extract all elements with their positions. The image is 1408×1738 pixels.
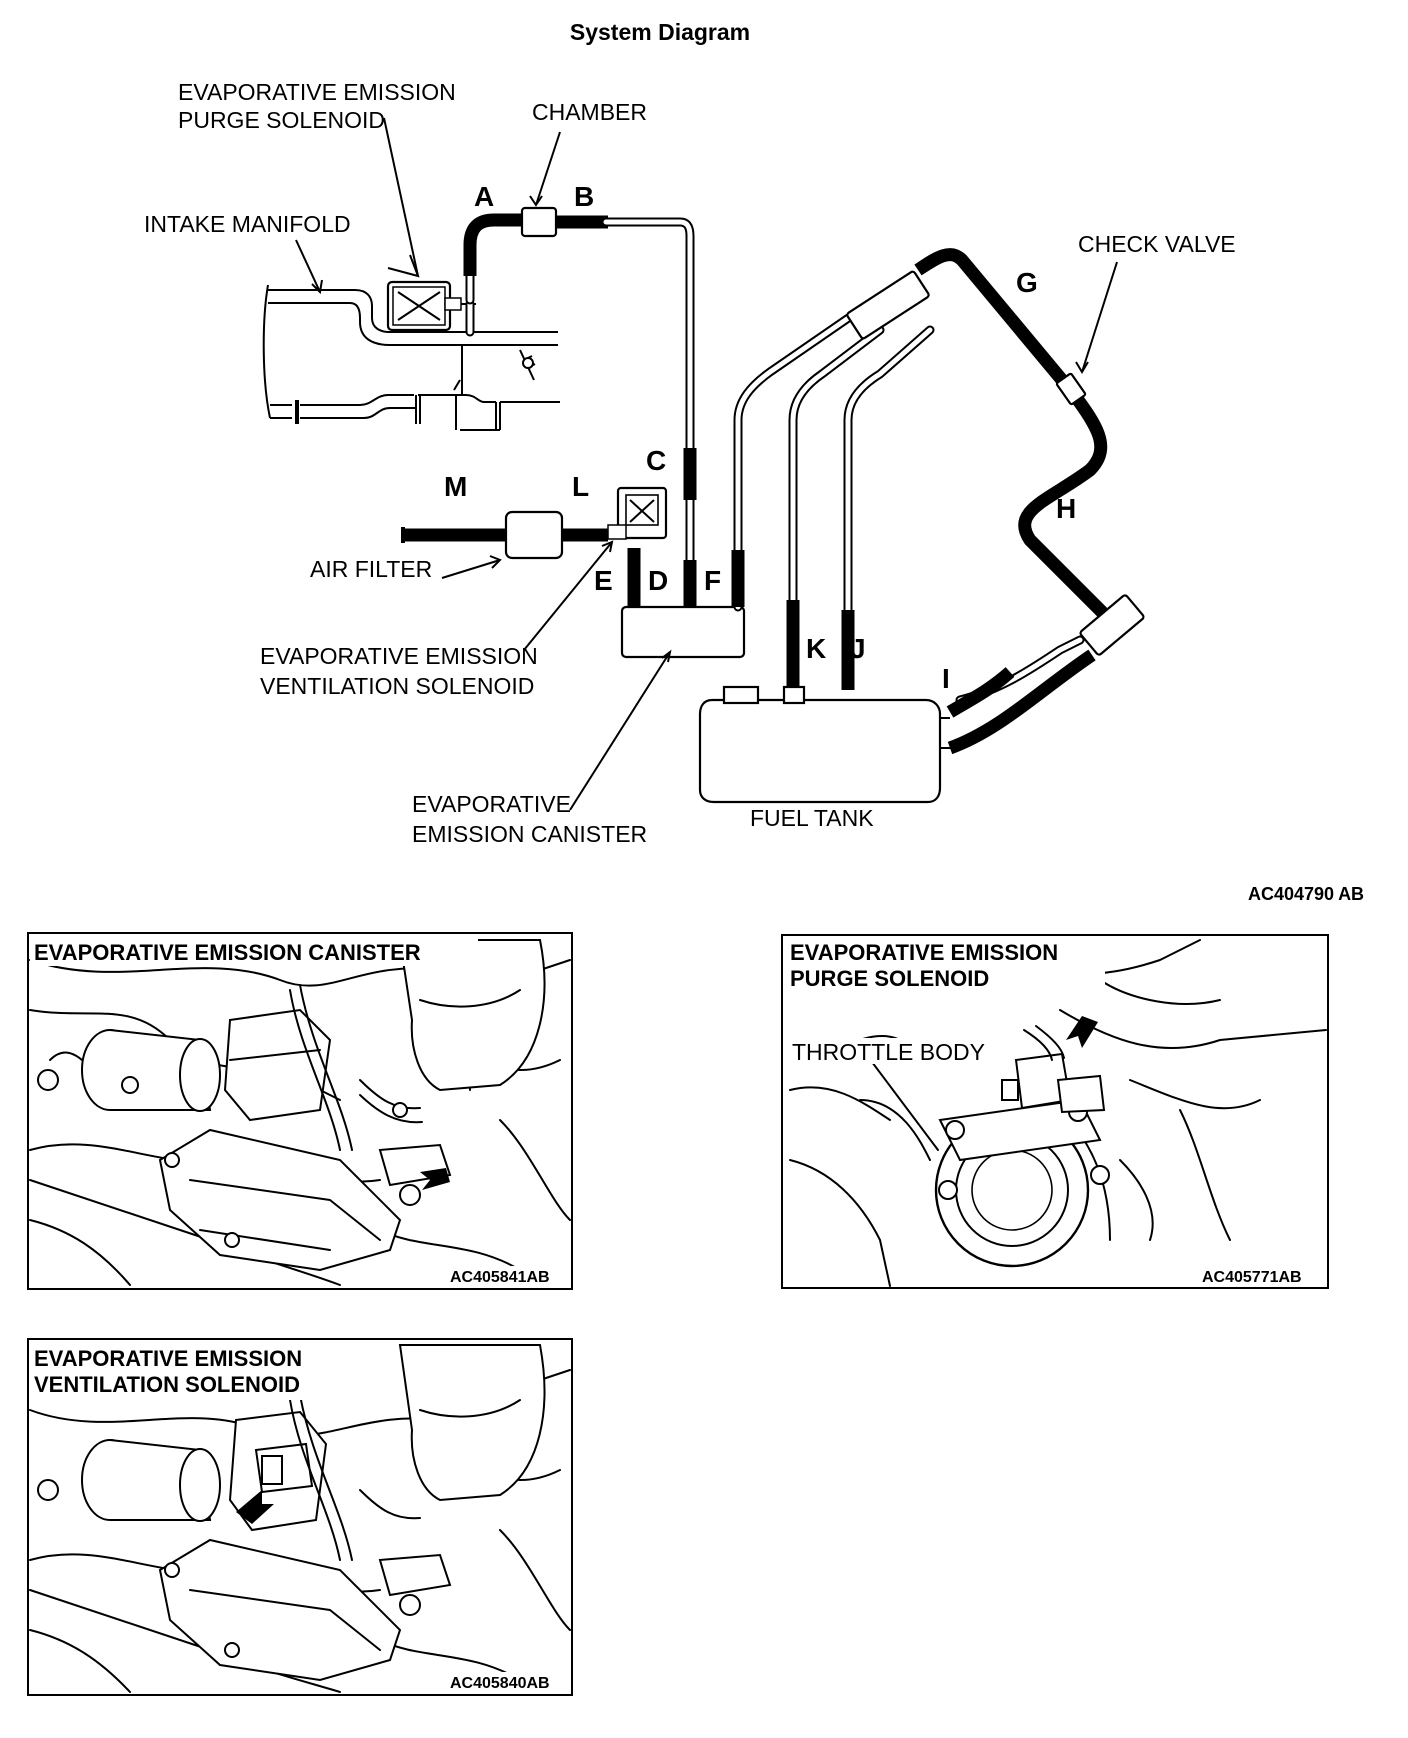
arrow-icon (1066, 1016, 1098, 1048)
label-intake-manifold: INTAKE MANIFOLD (144, 211, 351, 237)
hose-label-d: D (648, 565, 668, 596)
hose-label-h: H (1056, 493, 1076, 524)
hose-label-f: F (704, 565, 721, 596)
label-purge-solenoid-1: EVAPORATIVE EMISSION (178, 79, 456, 105)
tee-fitting-2 (1079, 594, 1145, 656)
label-purge-solenoid-2: PURGE SOLENOID (178, 107, 385, 133)
system-diagram: System Diagram (144, 19, 1364, 904)
photo-code-canister: AC405841AB (450, 1269, 550, 1286)
label-chamber: CHAMBER (532, 99, 647, 125)
photo-title-vent-2: VENTILATION SOLENOID (34, 1372, 300, 1397)
hose-label-g: G (1016, 267, 1038, 298)
fuel-tank (698, 685, 952, 804)
label-canister-2: EMISSION CANISTER (412, 821, 647, 847)
label-vent-solenoid-1: EVAPORATIVE EMISSION (260, 643, 538, 669)
label-fuel-tank: FUEL TANK (750, 805, 874, 831)
hose-label-j: J (850, 633, 866, 664)
tee-fitting (846, 270, 930, 340)
label-throttle-body: THROTTLE BODY (792, 1039, 985, 1065)
photo-title-purge-1: EVAPORATIVE EMISSION (790, 940, 1058, 965)
leader-purge (383, 117, 419, 277)
photo-title-purge-2: PURGE SOLENOID (790, 966, 989, 991)
label-check-valve: CHECK VALVE (1078, 231, 1236, 257)
label-air-filter: AIR FILTER (310, 556, 432, 582)
canister (620, 605, 746, 659)
hose-label-b: B (574, 181, 594, 212)
hose-label-a: A (474, 181, 494, 212)
hose-label-c: C (646, 445, 666, 476)
purge-solenoid (386, 280, 476, 337)
hose-label-e: E (594, 565, 613, 596)
arrow-icon (236, 1490, 274, 1524)
photo-code-purge: AC405771AB (1202, 1269, 1302, 1286)
label-canister-1: EVAPORATIVE (412, 791, 571, 817)
hose-label-m: M (444, 471, 467, 502)
hose-label-k: K (806, 633, 826, 664)
intake-manifold (262, 284, 560, 431)
diagram-title: System Diagram (570, 19, 750, 45)
photo-panel-canister: EVAPORATIVE EMISSION CANISTER AC405841AB (27, 932, 573, 1290)
arrow-icon (420, 1168, 450, 1190)
label-vent-solenoid-2: VENTILATION SOLENOID (260, 673, 534, 699)
photo-panel-purge-solenoid: EVAPORATIVE EMISSION PURGE SOLENOID THRO… (781, 934, 1329, 1289)
check-valve (1055, 372, 1087, 406)
photo-panel-vent-solenoid: EVAPORATIVE EMISSION VENTILATION SOLENOI… (27, 1338, 573, 1696)
hose-label-l: L (572, 471, 589, 502)
photo-title-canister: EVAPORATIVE EMISSION CANISTER (34, 940, 421, 965)
vent-solenoid (607, 486, 668, 540)
hose-label-i: I (942, 663, 950, 694)
air-filter (504, 510, 564, 560)
photo-code-vent: AC405840AB (450, 1675, 550, 1692)
chamber (520, 206, 558, 238)
photo-title-vent-1: EVAPORATIVE EMISSION (34, 1346, 302, 1371)
